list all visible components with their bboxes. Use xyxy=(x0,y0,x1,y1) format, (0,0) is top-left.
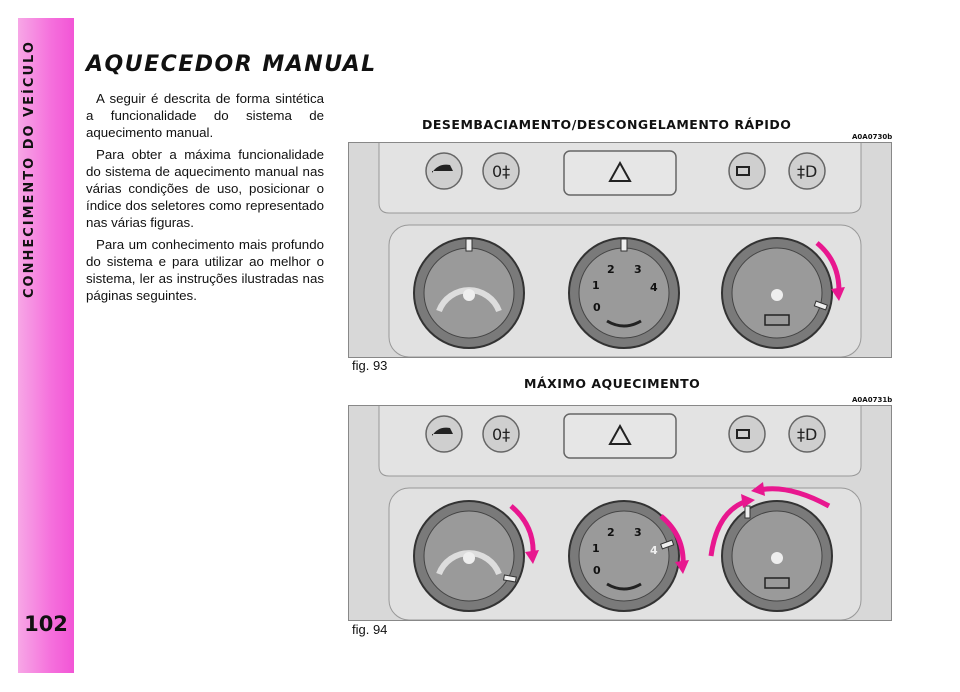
air-distribution-knob xyxy=(721,500,833,612)
figure-code: A0A0731b xyxy=(852,396,893,404)
hazard-button xyxy=(563,150,677,196)
svg-text:‡D: ‡D xyxy=(797,425,817,444)
section-title: CONHECIMENTO DO VEÍCULO xyxy=(22,40,37,298)
rotation-arrow xyxy=(708,498,748,557)
fan-mark-4: 4 xyxy=(650,281,658,294)
body-text: A seguir é descrita de forma sintética a… xyxy=(86,90,324,308)
temperature-knob xyxy=(413,500,525,612)
figure-code: A0A0730b xyxy=(852,133,893,141)
fog-light-button: 0‡ xyxy=(482,152,520,190)
fan-mark-0: 0 xyxy=(593,564,601,577)
paragraph: Para obter a máxima funcionalidade do si… xyxy=(86,146,324,231)
fan-speed-knob: 0 1 2 3 4 xyxy=(568,237,680,349)
paragraph: A seguir é descrita de forma sintética a… xyxy=(86,91,324,141)
rotation-arrow xyxy=(815,241,842,292)
temperature-knob xyxy=(413,237,525,349)
fan-mark-4: 4 xyxy=(650,544,658,557)
paragraph: Para um conhecimento mais profundo do si… xyxy=(86,236,324,304)
fan-mark-3: 3 xyxy=(634,526,642,539)
figure-label: fig. 94 xyxy=(352,622,388,637)
figure-label: fig. 93 xyxy=(352,358,388,373)
svg-text:‡D: ‡D xyxy=(797,162,817,181)
fan-mark-2: 2 xyxy=(607,526,615,539)
dashboard-illustration: 0‡ ‡D 0 1 2 3 4 xyxy=(349,406,891,620)
figure-caption: DESEMBACIAMENTO/DESCONGELAMENTO RÁPIDO xyxy=(422,117,792,132)
page-number: 102 xyxy=(24,612,68,636)
fan-mark-1: 1 xyxy=(592,279,600,292)
fan-mark-2: 2 xyxy=(607,263,615,276)
svg-text:0‡: 0‡ xyxy=(492,425,510,444)
fan-mark-1: 1 xyxy=(592,542,600,555)
figure-94: 0‡ ‡D 0 1 2 3 4 xyxy=(348,405,892,621)
page-title: AQUECEDOR MANUAL xyxy=(86,52,377,77)
figure-caption: MÁXIMO AQUECIMENTO xyxy=(524,376,701,391)
sidebar-band xyxy=(18,18,74,673)
front-fog-button: ‡D xyxy=(788,152,826,190)
dashboard-illustration: 0‡ ‡D 0 1 2 3 xyxy=(349,143,891,357)
rear-fog-button xyxy=(728,152,766,190)
air-distribution-knob xyxy=(721,237,833,349)
rotation-arrow xyxy=(758,486,831,509)
fan-mark-3: 3 xyxy=(634,263,642,276)
fan-speed-knob: 0 1 2 3 4 xyxy=(568,500,680,612)
svg-text:0‡: 0‡ xyxy=(492,162,510,181)
fan-mark-0: 0 xyxy=(593,301,601,314)
figure-93: 0‡ ‡D 0 1 2 3 xyxy=(348,142,892,358)
rear-window-button xyxy=(425,152,463,190)
